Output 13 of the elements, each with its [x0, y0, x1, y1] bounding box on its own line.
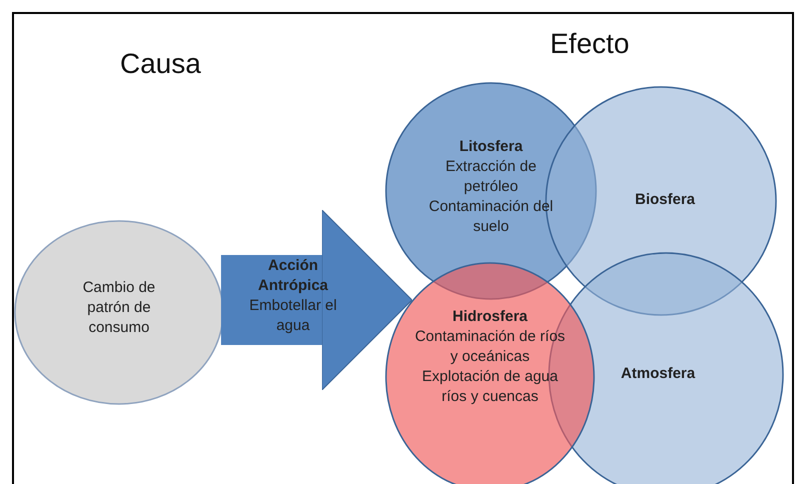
heading-label: Efecto — [550, 28, 630, 60]
effect-text: Contaminación de ríos y oceánicas — [414, 327, 566, 367]
effect-text: Contaminación del suelo — [428, 197, 554, 237]
sphere-title: Hidrosfera — [451, 307, 529, 327]
sphere-title: Atmosfera — [620, 364, 696, 384]
sphere-title: Litosfera — [458, 137, 524, 157]
cause-text: Cambio de patrón de consumo — [82, 278, 156, 338]
heading-label: Causa — [120, 48, 201, 80]
edge-label: Acción Antrópica Embotellar el agua — [248, 256, 338, 336]
effect-text: Explotación de agua ríos y cuencas — [421, 367, 559, 407]
sphere-title: Biosfera — [634, 190, 696, 210]
effect-text: Extracción de petróleo — [444, 157, 538, 197]
block-arrow — [221, 210, 412, 390]
